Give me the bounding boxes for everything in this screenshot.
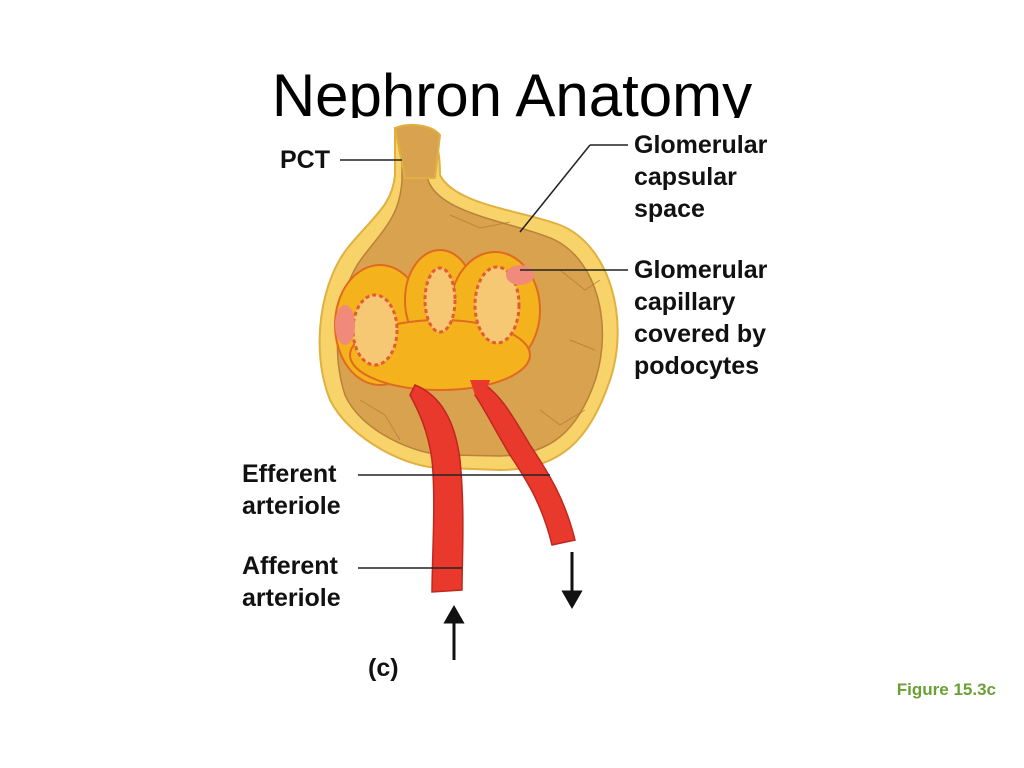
label-efferent-line1: Efferent (242, 460, 337, 488)
glomerulus (334, 249, 541, 391)
label-capillary-line3: covered by (634, 320, 767, 348)
label-capillary-line4: podocytes (634, 352, 760, 380)
label-capillary-line1: Glomerular (634, 256, 768, 284)
label-efferent-line2: arteriole (242, 492, 341, 520)
leader-capsular-space-diag (519, 144, 591, 233)
label-capillary: Glomerular capillary covered by podocyte… (634, 254, 767, 382)
label-capillary-line2: capillary (634, 288, 736, 316)
afferent-vessel (409, 384, 464, 593)
label-capsular-space-line3: space (634, 195, 705, 223)
label-efferent: Efferent arteriole (242, 458, 341, 522)
title-clip: Nephron Anatomy (0, 0, 1024, 118)
label-afferent-line1: Afferent (242, 552, 338, 580)
label-capsular-space-line1: Glomerular (634, 131, 768, 159)
label-capsular-space-line2: capsular (634, 163, 737, 191)
panel-label: (c) (368, 654, 399, 682)
efferent-vessel (474, 380, 576, 546)
flow-arrows (443, 552, 583, 660)
arrow-up-icon (443, 604, 465, 660)
arterioles (409, 380, 576, 593)
arrow-down-icon (561, 552, 583, 610)
pct-tube (393, 123, 442, 179)
label-capsular-space: Glomerular capsular space (634, 129, 767, 225)
label-afferent-line2: arteriole (242, 584, 341, 612)
label-afferent: Afferent arteriole (242, 550, 341, 614)
slide-title: Nephron Anatomy (271, 62, 753, 118)
leader-lines (340, 144, 628, 569)
label-pct: PCT (280, 146, 330, 174)
figure-reference: Figure 15.3c (896, 680, 996, 699)
